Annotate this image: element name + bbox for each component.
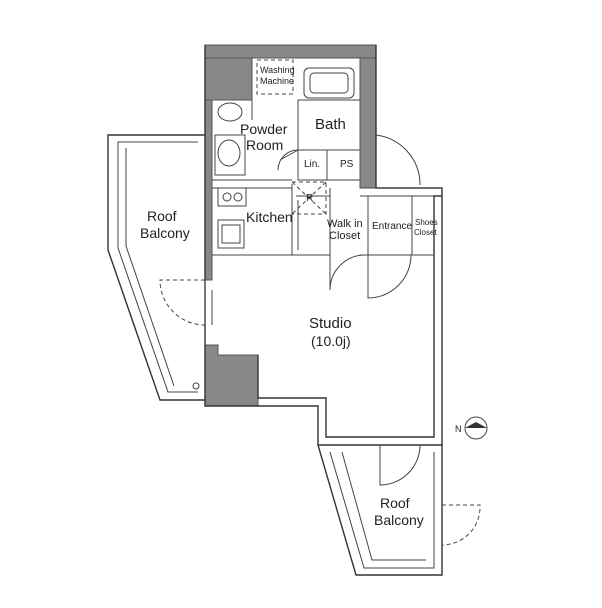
kitchen-divider [212, 179, 292, 189]
label-refrigerator: R [306, 193, 313, 204]
studio-top-line [212, 187, 442, 256]
balcony-bottom-outline [317, 444, 443, 576]
label-studio: Studio [309, 315, 352, 332]
label-balcony-left-2: Balcony [140, 225, 190, 241]
balcony-left-inner [117, 141, 198, 393]
label-room: Room [246, 137, 283, 153]
label-ps: PS [340, 159, 354, 170]
balcony-bottom-inner [329, 451, 435, 569]
balcony-left-door-arc [159, 279, 206, 326]
labels: Washing Machine Bath Powder Room Lin. PS… [140, 65, 438, 528]
burner-1 [222, 192, 232, 202]
entrance-door-top [375, 134, 421, 186]
balcony-left-outline [107, 134, 205, 401]
wall-right-bath [359, 57, 377, 189]
label-machine: Machine [260, 76, 294, 86]
compass: N [455, 416, 488, 440]
doors [211, 134, 421, 325]
entrance-separators [296, 195, 413, 255]
label-closet: Closet [329, 230, 360, 242]
balcony-bottom-door [379, 444, 421, 486]
wall-column-left [204, 57, 253, 101]
balcony-left-inner2 [125, 148, 175, 387]
powder-counter [214, 134, 246, 176]
closet-door [329, 254, 366, 291]
balcony-bottom-door-ext [441, 504, 481, 546]
balcony-bottom-inner2 [341, 451, 426, 561]
label-kitchen: Kitchen [246, 209, 293, 225]
wall-kitchen-left [204, 99, 213, 281]
label-balcony-bottom-2: Balcony [374, 512, 424, 528]
bath-separator [251, 99, 360, 181]
fixtures [192, 59, 355, 390]
bathtub [303, 67, 355, 99]
wall-column-lower [204, 344, 259, 407]
kitchen-sink-inner [221, 224, 241, 244]
label-entrance: Entrance [372, 221, 412, 232]
label-balcony-left-1: Roof [147, 208, 177, 224]
roof-balcony-bottom-area [317, 444, 481, 576]
entrance-door [367, 254, 412, 299]
label-washing: Washing [260, 65, 295, 75]
burner-2 [233, 192, 243, 202]
drain-mark [192, 382, 200, 390]
compass-arrow-icon [465, 422, 487, 428]
kitchen-sink [217, 219, 245, 249]
compass-north: N [455, 424, 462, 434]
bathtub-inner [309, 72, 349, 94]
label-lin: Lin. [304, 159, 320, 170]
label-shoes-closet: Closet [414, 228, 437, 237]
cooktop [217, 187, 247, 207]
roof-balcony-left-area [107, 134, 206, 401]
label-walk-in: Walk in [327, 218, 363, 230]
refrigerator-box [291, 181, 327, 215]
label-powder: Powder [240, 121, 288, 137]
label-shoes: Shoes [415, 218, 438, 227]
powder-sink [217, 139, 241, 167]
label-bath: Bath [315, 116, 346, 133]
washing-machine-box [256, 59, 294, 95]
label-studio-size: (10.0j) [311, 333, 351, 349]
powder-door [277, 149, 299, 171]
toilet [217, 102, 243, 122]
label-balcony-bottom-1: Roof [380, 495, 410, 511]
